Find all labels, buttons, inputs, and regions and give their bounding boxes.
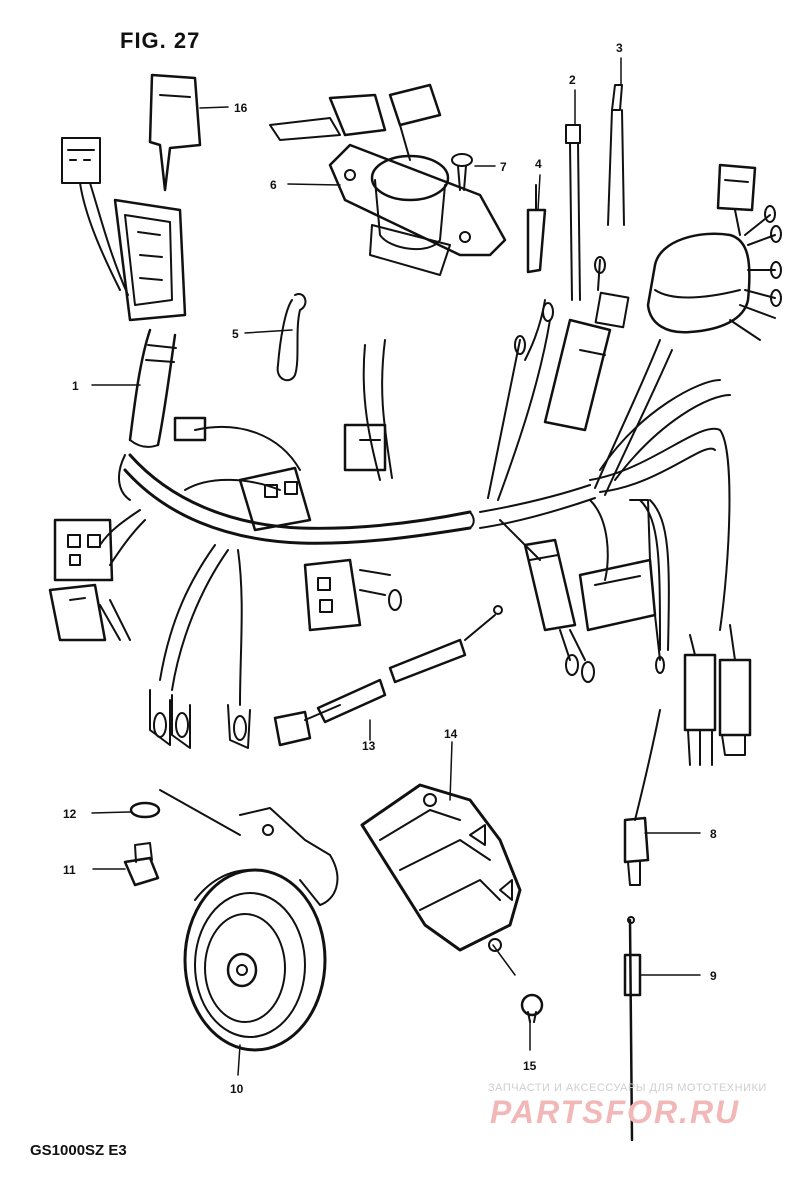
harness-cylinder-upper: [514, 256, 630, 432]
key-blank-16: [148, 73, 202, 192]
callout-3: 3: [616, 41, 623, 55]
callout-13: 13: [362, 739, 376, 753]
callout-5: 5: [232, 327, 239, 341]
ignition-switch-6: [269, 83, 507, 276]
harness-center-connectors: [173, 416, 402, 632]
rod-9: [623, 916, 642, 1142]
model-code: GS1000SZ E3: [30, 1142, 127, 1159]
callout-1: 1: [72, 379, 79, 393]
regulator-14: [360, 783, 522, 952]
callout-6: 6: [270, 178, 277, 192]
callout-7: 7: [500, 160, 507, 174]
callout-11: 11: [63, 863, 76, 877]
cable-4: [526, 184, 547, 274]
harness-cylinder-lower: [523, 538, 595, 683]
leader-lines: [91, 57, 701, 1076]
screw-15: [520, 993, 544, 1023]
callout-14: 14: [444, 727, 458, 741]
main-wiring-harness: [61, 137, 731, 706]
watermark-tagline: ЗАПЧАСТИ И АКСЕССУАРЫ ДЛЯ МОТОТЕХНИКИ: [488, 1082, 767, 1094]
callout-12: 12: [63, 807, 77, 821]
callout-8: 8: [710, 827, 717, 841]
callout-4: 4: [535, 157, 542, 171]
harness-right-connectors: [683, 624, 752, 766]
resistor-cable-13: [273, 605, 503, 747]
cable-2: [565, 124, 581, 301]
screw-7: [451, 153, 473, 191]
washer-12: [129, 801, 161, 819]
clamp-5: [276, 293, 307, 382]
harness-coil: [646, 163, 782, 341]
callout-9: 9: [710, 969, 717, 983]
callout-16: 16: [234, 101, 248, 115]
harness-left-connectors: [48, 518, 131, 642]
sensor-8: [623, 709, 661, 886]
callout-labels: 1 2 3 4 5 6 7 8 9 10 11 12 13 14 15 16: [63, 41, 717, 1096]
horn-10: [183, 807, 339, 1052]
callout-2: 2: [569, 73, 576, 87]
callout-10: 10: [230, 1082, 244, 1096]
watermark-logo: PARTSFOR.RU: [490, 1094, 741, 1130]
bolt-11: [123, 842, 160, 887]
harness-relay-block: [578, 499, 665, 674]
figure-title: FIG. 27: [120, 28, 201, 53]
callout-15: 15: [523, 1059, 537, 1073]
cable-3: [607, 84, 625, 226]
harness-terminals: [149, 689, 251, 749]
